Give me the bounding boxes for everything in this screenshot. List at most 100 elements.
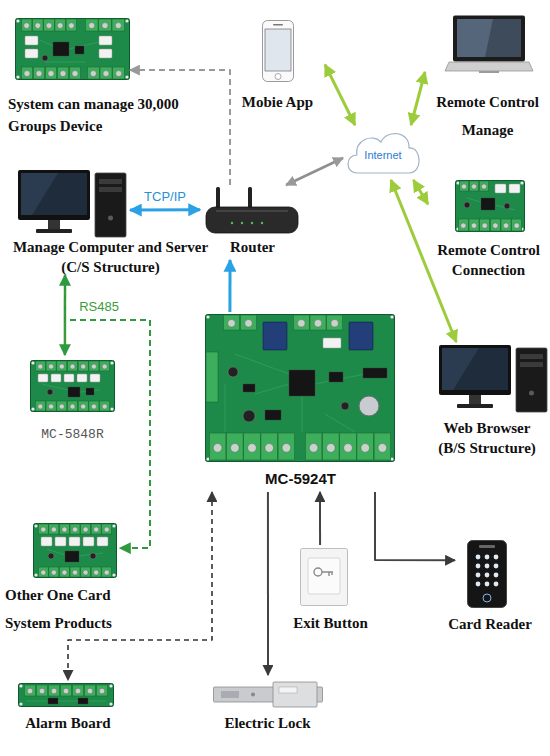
terminal-block <box>59 524 69 534</box>
phone-screen <box>265 29 291 71</box>
connector <box>65 275 150 548</box>
card-reader: Card Reader <box>455 538 525 610</box>
terminal-block <box>33 19 44 31</box>
lock-bolt <box>221 691 239 698</box>
terminal-screw <box>471 223 476 228</box>
terminal-screw <box>231 444 240 453</box>
terminal-screw <box>378 444 387 453</box>
device-illustration <box>30 360 115 412</box>
laptop-edge <box>479 71 499 73</box>
capacitor <box>90 553 96 559</box>
terminal-block <box>91 524 101 534</box>
terminal-screw <box>87 688 93 694</box>
terminal-block <box>35 361 45 371</box>
terminal-screw <box>94 527 99 532</box>
drive-bay <box>520 354 543 359</box>
chip <box>86 388 94 395</box>
terminal-screw <box>102 404 107 409</box>
relay <box>509 184 520 193</box>
connector <box>64 275 67 355</box>
terminal-screw <box>116 71 122 77</box>
connector <box>267 492 269 675</box>
relay <box>38 374 48 382</box>
terminal-block <box>469 181 478 191</box>
terminal-block <box>67 401 77 411</box>
relay <box>495 184 506 193</box>
mobile-device: Mobie App <box>230 18 325 113</box>
laptop-base <box>445 62 533 71</box>
node-caption: MC-5924T <box>203 469 398 489</box>
node-caption: Internet <box>343 148 423 162</box>
keypad-key <box>485 555 490 560</box>
pcb-board <box>456 181 525 232</box>
connector <box>325 65 355 125</box>
terminal-block <box>96 685 107 696</box>
mounting-hole <box>34 524 37 527</box>
terminal-block <box>293 315 309 330</box>
terminal-screw <box>104 570 109 575</box>
router-led <box>241 222 243 224</box>
lock-sticker <box>279 687 297 693</box>
relay <box>90 374 100 382</box>
reader-body <box>468 541 507 608</box>
terminal-screw <box>46 23 52 29</box>
terminal-screw <box>73 527 78 532</box>
exit-button: Exit Button <box>283 545 378 640</box>
terminal-screw <box>90 71 96 77</box>
pcb-board <box>31 361 115 412</box>
relay <box>349 322 373 350</box>
terminal-block <box>323 433 340 460</box>
node-caption: Other One Card System Products <box>5 581 145 637</box>
terminal-block <box>206 352 218 402</box>
connector <box>391 180 456 342</box>
terminal-screw <box>39 688 45 694</box>
switch-plate <box>301 549 348 606</box>
capacitor <box>228 367 238 377</box>
chip <box>48 698 58 704</box>
terminal-screw <box>59 404 64 409</box>
terminal-block <box>480 219 490 231</box>
terminal-screw <box>81 404 86 409</box>
phone-button <box>275 74 281 80</box>
keypad-key <box>485 564 490 569</box>
terminal-block <box>69 67 80 79</box>
terminal-block <box>261 433 278 460</box>
terminal-block <box>24 685 35 696</box>
capacitor <box>47 389 53 395</box>
relay <box>55 537 66 546</box>
device-illustration <box>202 187 302 235</box>
terminal-screw <box>51 527 56 532</box>
terminal-block <box>87 67 99 79</box>
pcb-trace <box>45 62 85 63</box>
battery <box>359 396 379 416</box>
keypad-key <box>494 555 499 560</box>
terminal-block <box>36 685 47 696</box>
pcb-trace <box>42 384 68 390</box>
relay <box>25 49 38 58</box>
terminal-block <box>340 433 357 460</box>
terminal-block <box>100 361 110 371</box>
connector <box>130 208 200 211</box>
terminal-block <box>227 433 244 460</box>
terminal-screw <box>265 444 274 453</box>
terminal-screw <box>48 71 54 77</box>
terminal-block <box>278 433 295 460</box>
terminal-screw <box>51 688 57 694</box>
power-button <box>108 216 113 221</box>
terminal-screw <box>503 223 508 228</box>
terminal-block <box>89 361 99 371</box>
device-illustration <box>18 170 128 238</box>
terminal-block <box>57 361 67 371</box>
alarm-board: Alarm Board <box>8 680 128 735</box>
relay <box>64 374 74 382</box>
terminal-block <box>38 567 48 577</box>
chip <box>265 410 281 420</box>
pcb-trace <box>302 396 303 432</box>
terminal-block <box>85 19 98 31</box>
keypad-key <box>485 573 490 578</box>
terminal-block <box>46 401 56 411</box>
pc-tower <box>95 173 126 237</box>
terminal-screw <box>59 364 64 369</box>
terminal-block <box>49 524 59 534</box>
capacitor <box>42 55 48 61</box>
